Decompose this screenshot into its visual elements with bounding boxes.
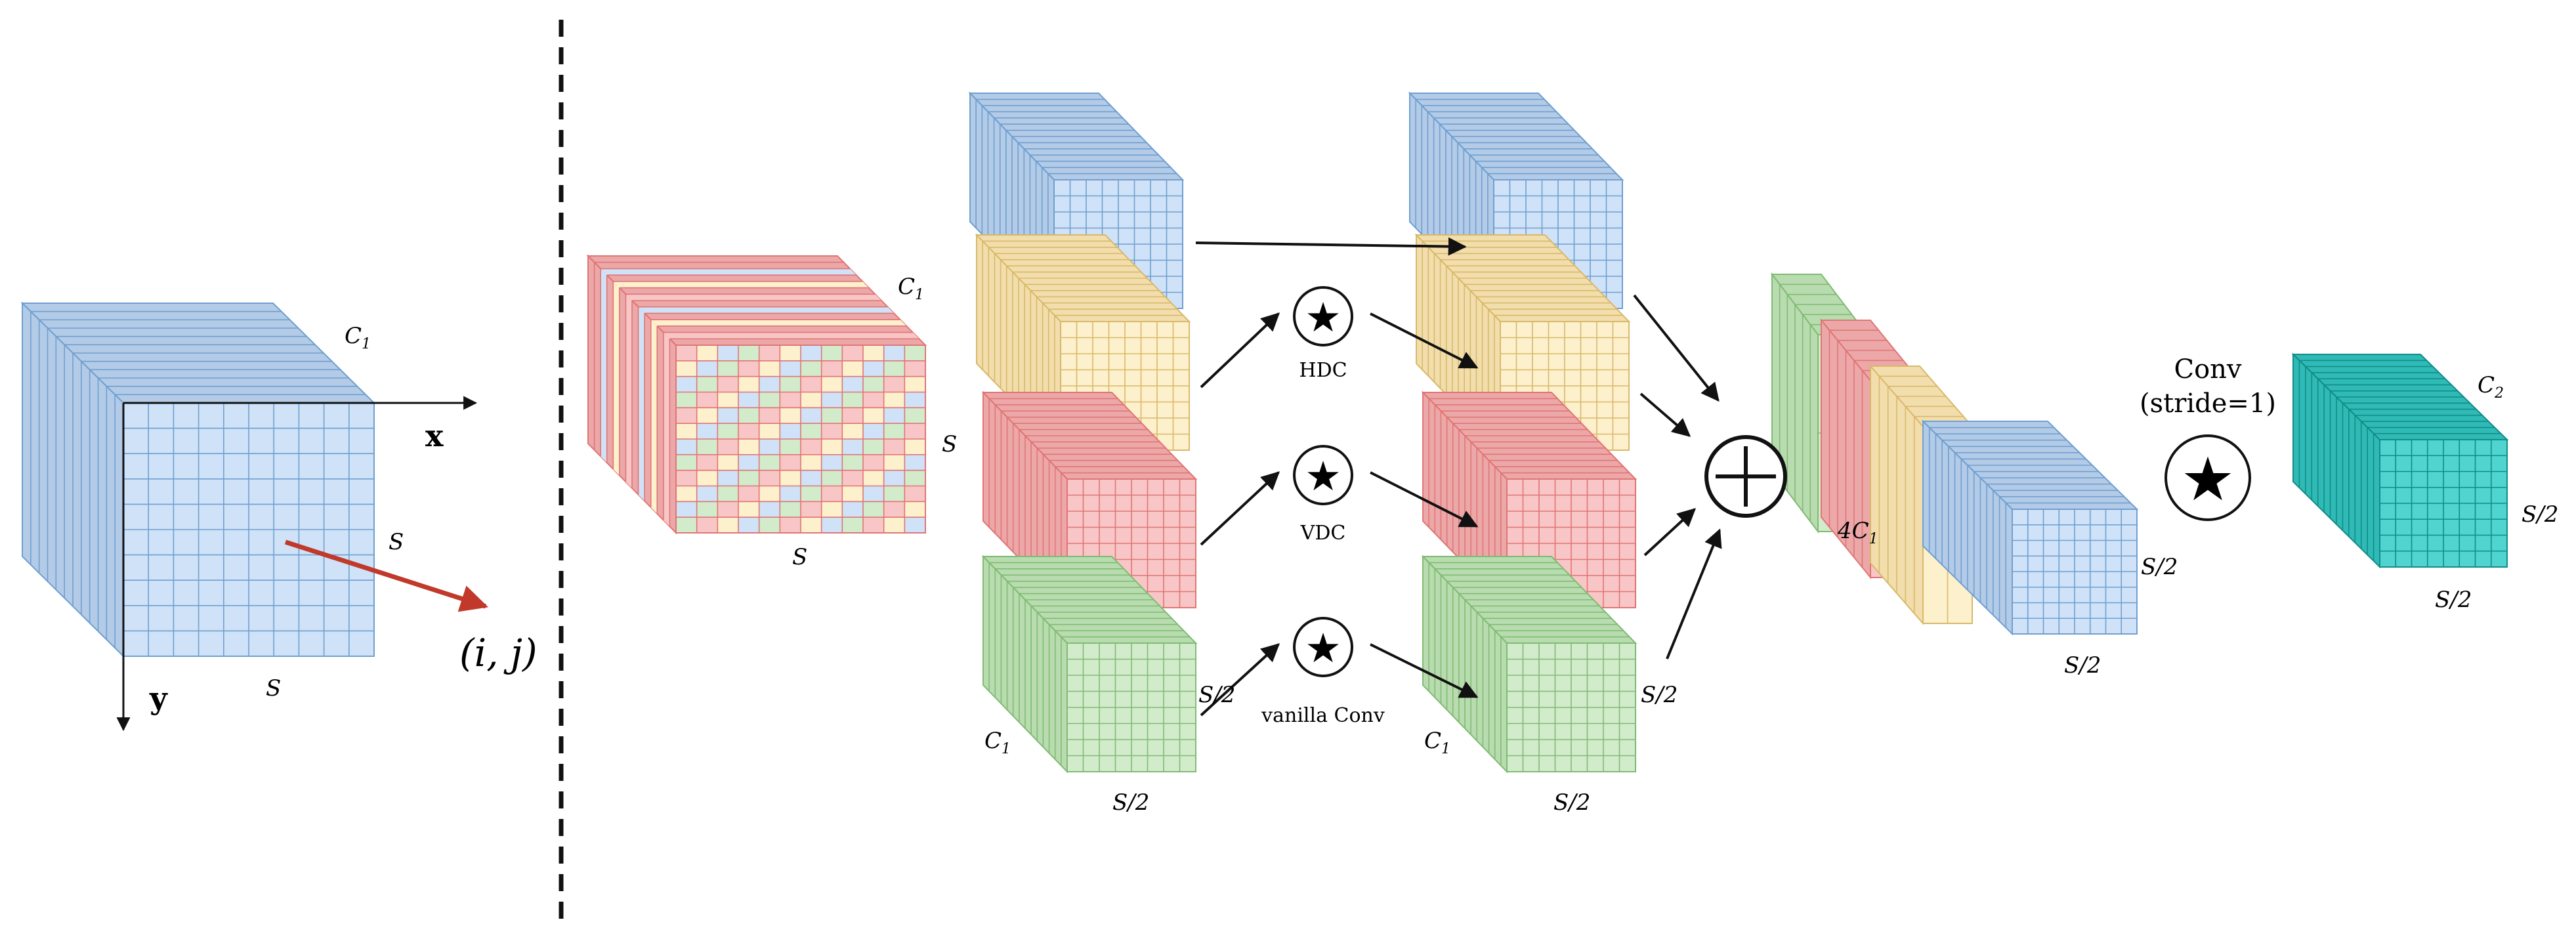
output-channel-label: C2 <box>2478 372 2504 402</box>
yellow-to-sum-arrow <box>1639 392 1691 437</box>
stack-a-side-size-label: S/2 <box>1198 682 1235 708</box>
stack-b-channel-label: C1 <box>1424 728 1450 757</box>
stack-b-bottom-size-label: S/2 <box>1553 789 1590 816</box>
stack-a-green-cube <box>981 555 1198 774</box>
input-bottom-size-label: S <box>792 544 807 570</box>
input-channel-label: C1 <box>898 274 924 303</box>
vdc-label: VDC <box>1300 522 1346 545</box>
x-axis-label: x <box>425 418 444 453</box>
identity-arrow <box>1195 237 1467 256</box>
stack-a-red-cube <box>981 390 1198 610</box>
arrow-layer <box>116 237 1722 732</box>
plus-circle-icon <box>1704 435 1787 518</box>
stack-b-green-cube <box>1421 555 1637 774</box>
vanilla-in-arrow <box>1200 643 1280 717</box>
star-icon: ★ <box>1305 293 1341 341</box>
conv-label: Conv <box>2174 354 2241 385</box>
vanilla-conv-label: vanilla Conv <box>1261 704 1385 727</box>
input-side-size-label: S <box>942 431 957 457</box>
output-bottom-size-label: S/2 <box>2435 587 2472 613</box>
left-tensor-cube <box>20 301 376 658</box>
stack-b-side-size-label: S/2 <box>1641 682 1678 708</box>
star-icon: ★ <box>2181 444 2235 514</box>
hdc-label: HDC <box>1299 359 1347 382</box>
hdc-operator: ★ <box>1293 286 1353 346</box>
blue-to-sum-arrow <box>1633 294 1720 402</box>
input-tensor-cube <box>586 254 927 535</box>
star-icon: ★ <box>1305 452 1341 500</box>
output-side-size-label: S/2 <box>2522 501 2558 528</box>
y-axis-label: y <box>149 681 168 716</box>
green-to-sum-arrow <box>1666 528 1722 660</box>
conv-operator: ★ <box>2164 434 2251 521</box>
concat-bottom-size-label: S/2 <box>2064 652 2101 679</box>
concat-blue-cube <box>1921 419 2139 636</box>
star-icon: ★ <box>1305 624 1341 672</box>
left-channel-label: C1 <box>345 323 371 352</box>
conv-stride-label: (stride=1) <box>2140 388 2276 419</box>
left-side-size-label: S <box>389 529 404 555</box>
vdc-operator: ★ <box>1293 445 1353 505</box>
pixel-position-label: (i, j) <box>459 631 538 675</box>
stack-a-channel-label: C1 <box>984 728 1011 757</box>
left-bottom-size-label: S <box>266 675 281 702</box>
vanilla-out-arrow <box>1370 643 1479 698</box>
vanilla-conv-operator: ★ <box>1293 617 1353 677</box>
cube-layer <box>20 91 2509 774</box>
stack-a-bottom-size-label: S/2 <box>1112 789 1149 816</box>
concat-channel-label: 4C1 <box>1837 518 1878 547</box>
hdc-out-arrow <box>1370 312 1479 369</box>
concat-side-size-label: S/2 <box>2141 554 2178 580</box>
red-to-sum-arrow <box>1643 508 1697 556</box>
hdc-in-arrow <box>1200 312 1280 388</box>
vdc-in-arrow <box>1200 471 1280 546</box>
output-tensor-cube <box>2291 352 2509 569</box>
pixel-direction-arrow <box>284 539 488 612</box>
vdc-out-arrow <box>1370 471 1479 528</box>
